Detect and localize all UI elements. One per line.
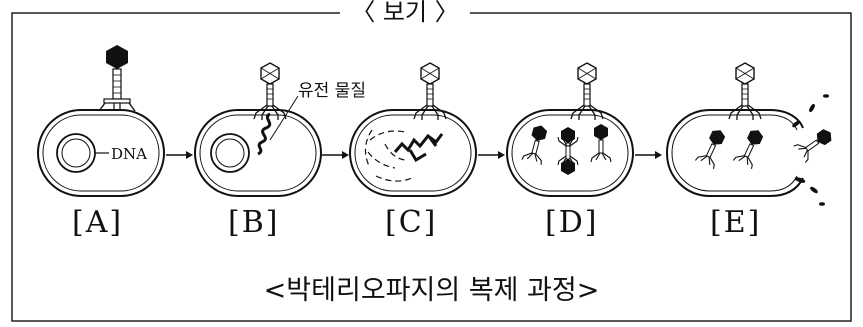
phage-e — [728, 62, 762, 121]
phage-dna-c — [393, 133, 444, 163]
injected-dna-b — [257, 112, 272, 156]
stage-label-e: [E] — [710, 205, 762, 240]
stage-a-diagram — [37, 45, 165, 197]
lysis-debris-e — [792, 94, 829, 206]
arrow-d-e — [634, 150, 663, 160]
cell-e — [665, 109, 804, 197]
phage-c — [413, 62, 447, 121]
stage-b-diagram — [194, 62, 322, 197]
stage-label-d: [D] — [545, 205, 599, 240]
new-phage-d1 — [521, 122, 552, 166]
stage-label-a: [A] — [72, 205, 124, 240]
dna-label: DNA — [111, 145, 147, 163]
new-phage-e2 — [732, 125, 769, 170]
stage-c-diagram — [349, 62, 477, 197]
new-phage-e1 — [694, 125, 731, 170]
cell-b — [194, 109, 322, 197]
released-phage-e — [793, 123, 837, 164]
cell-a — [37, 109, 165, 197]
bacterial-dna-a — [56, 133, 96, 173]
phage-a — [98, 45, 136, 112]
diagram-caption: <박테리오파지의 복제 과정> — [263, 275, 600, 306]
arrow-c-d — [477, 150, 506, 160]
arrow-b-c — [321, 150, 350, 160]
stage-e-diagram — [665, 62, 837, 206]
phage-d — [570, 62, 604, 121]
stage-d-diagram — [506, 62, 634, 197]
box-title: 〈 보기 〉 — [340, 0, 470, 28]
arrow-a-b — [165, 150, 194, 160]
degraded-dna-c — [364, 129, 413, 182]
stage-label-c: [C] — [385, 205, 438, 240]
cell-d — [506, 109, 634, 197]
stage-label-b: [B] — [228, 205, 280, 240]
new-phage-d3 — [590, 123, 612, 163]
genetic-material-label: 유전 물질 — [298, 81, 366, 101]
phage-b — [253, 62, 287, 121]
cell-c — [349, 109, 477, 197]
